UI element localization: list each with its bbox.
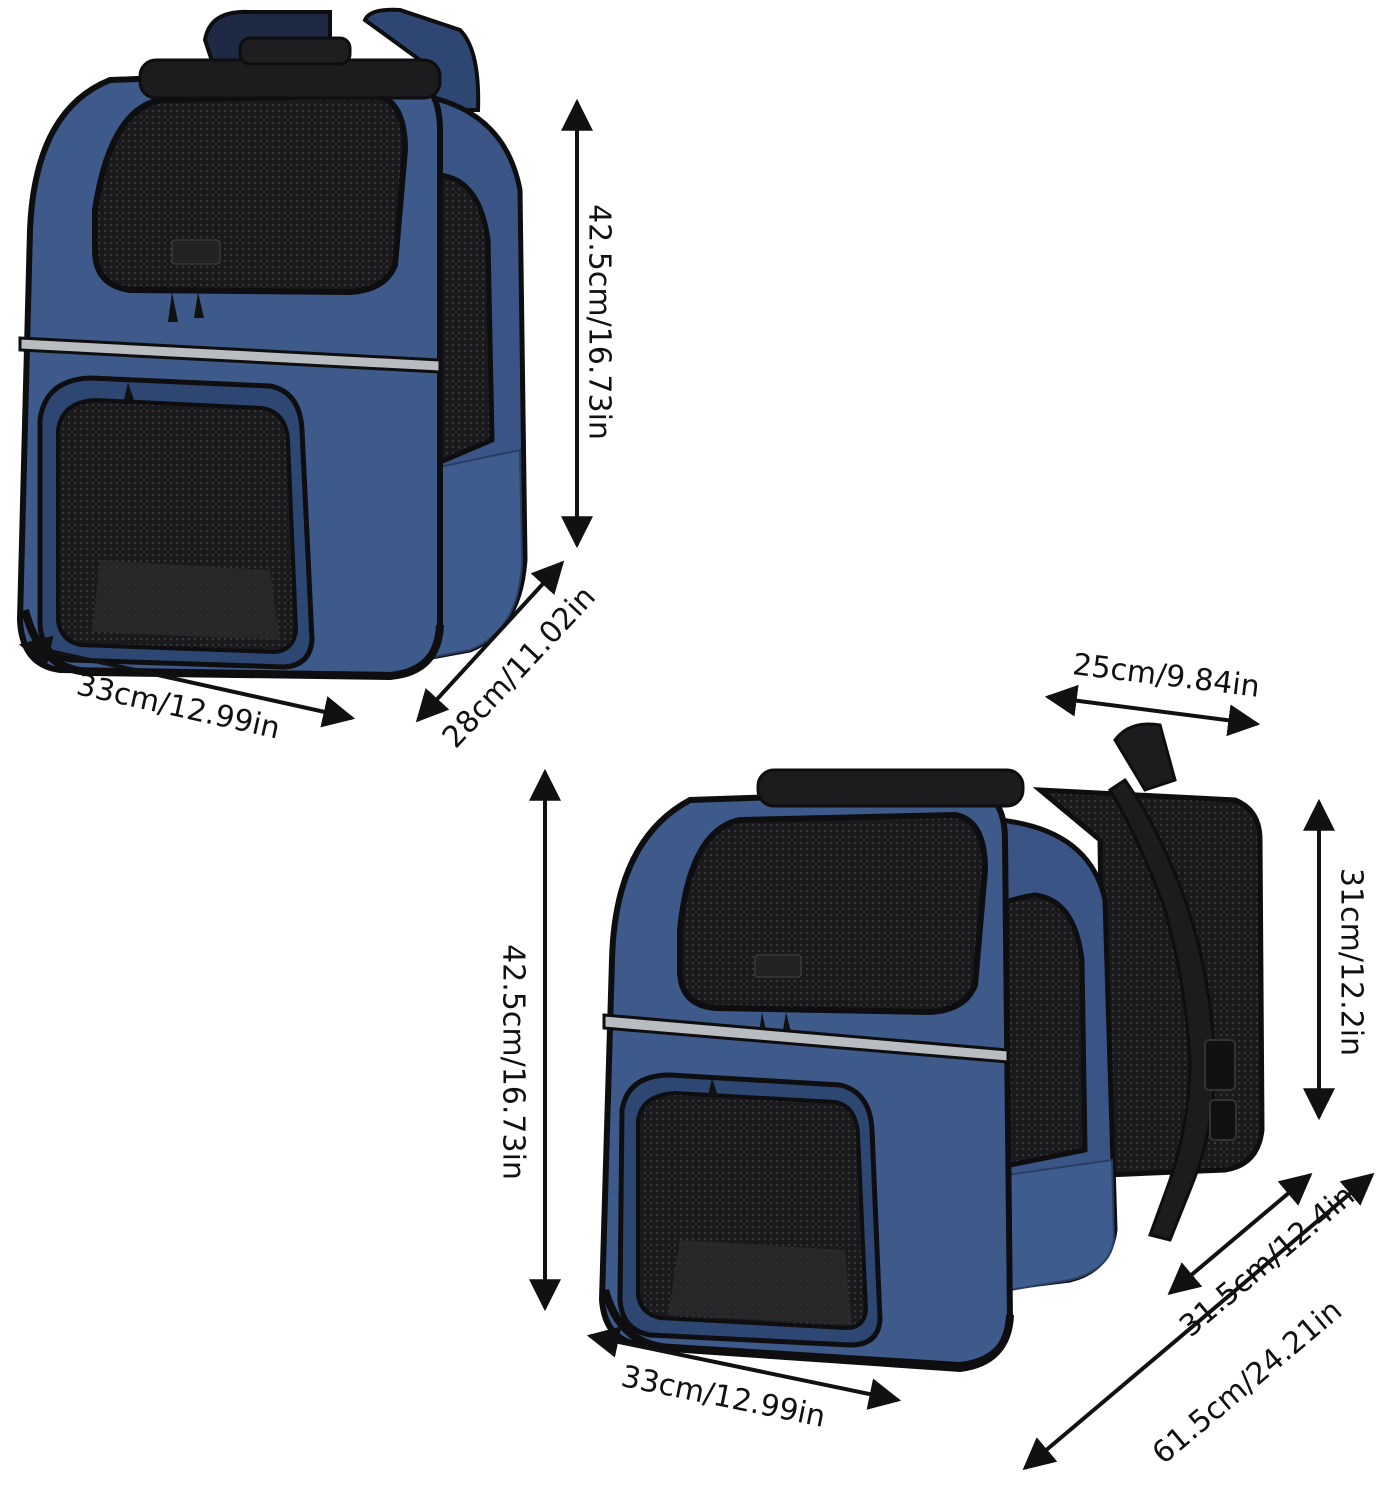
- standard-depth-arrow: [415, 560, 565, 723]
- extension-width-label: 25cm/9.84in: [1071, 647, 1262, 705]
- total-length-arrow: [1022, 1172, 1375, 1471]
- expanded-height-label: 42.5cm/16.73in: [496, 944, 531, 1180]
- expanded-pet-carrier-backpack-icon: [598, 722, 1265, 1373]
- expanded-width-arrow: [586, 1326, 902, 1410]
- extension-height-label: 31cm/12.2in: [1334, 868, 1369, 1056]
- standard-width-arrow: [18, 635, 356, 728]
- extension-width-arrow: [1044, 684, 1261, 737]
- expanded-width-label: 33cm/12.99in: [618, 1359, 828, 1435]
- standard-height-label: 42.5cm/16.73in: [582, 204, 617, 440]
- pet-carrier-backpack-icon: [16, 7, 528, 681]
